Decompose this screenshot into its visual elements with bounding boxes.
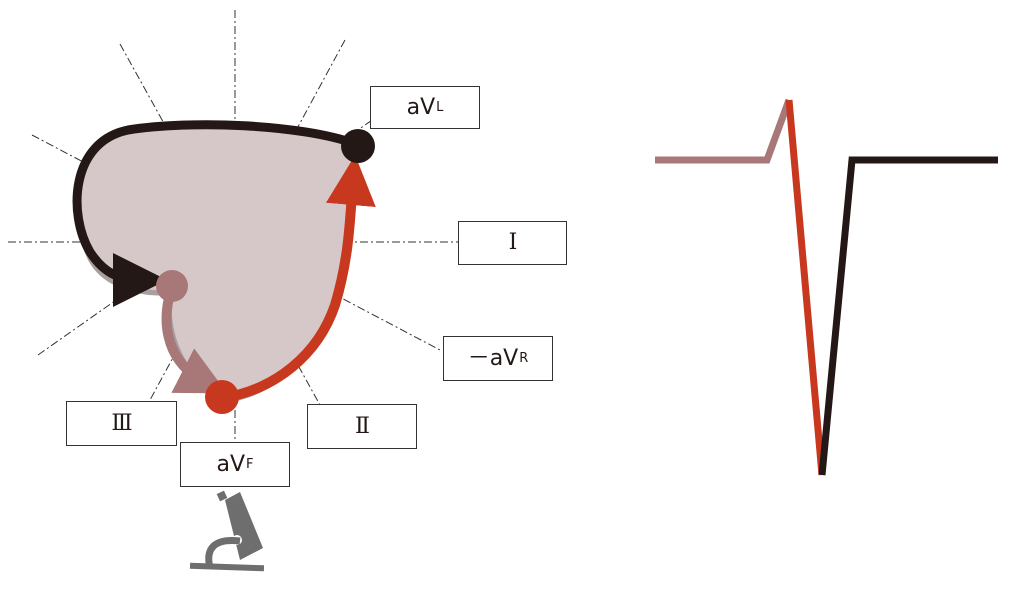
lead-iii-main: Ⅲ xyxy=(111,410,132,436)
lead-mavr-main: －aV xyxy=(467,345,519,371)
ecg-trace xyxy=(655,98,998,476)
node-mauve xyxy=(156,270,188,302)
lead-avf-sub: F xyxy=(246,457,254,472)
lead-avl-sub: L xyxy=(436,100,444,115)
ecg-segment-dark xyxy=(818,156,998,476)
lead-i-main: Ⅰ xyxy=(508,230,518,255)
ecg-segment-red xyxy=(785,99,826,476)
lead-ii-main: Ⅱ xyxy=(355,413,370,439)
microscope-icon xyxy=(189,490,265,572)
lead-mavr-sub: R xyxy=(519,351,529,366)
lead-label-ii: Ⅱ xyxy=(307,404,417,449)
node-red xyxy=(205,380,239,414)
lead-avl-main: aV xyxy=(406,94,436,120)
lead-avf-main: aV xyxy=(216,451,246,477)
loop-segment-dark xyxy=(72,120,361,307)
lead-label-i: Ⅰ xyxy=(458,221,567,265)
loop-fill xyxy=(80,127,358,398)
node-dark xyxy=(341,129,375,163)
ecg-segment-mauve xyxy=(655,98,793,164)
lead-label-iii: Ⅲ xyxy=(66,401,177,446)
loop-segment-red xyxy=(217,155,376,403)
